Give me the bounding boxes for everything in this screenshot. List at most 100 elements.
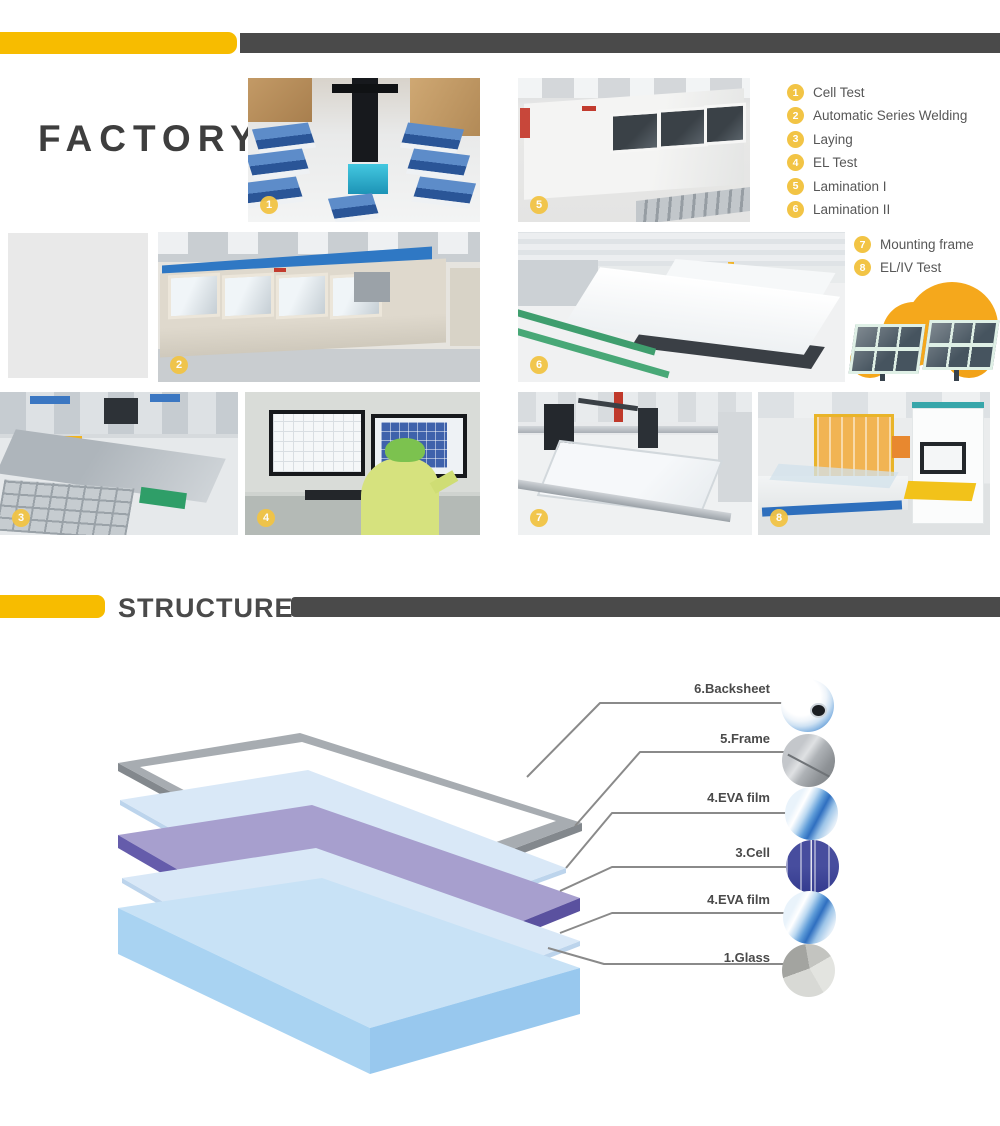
photo-number-badge: 7 [530,509,548,527]
machine-label-graphic [274,268,286,272]
machine-window-graphic [222,272,274,320]
process-step-number: 1 [787,84,804,101]
robot-arm-graphic [332,84,398,93]
orange-unit-graphic [892,436,910,458]
leader-line-backsheet [526,702,783,778]
photo-number-badge: 6 [530,356,548,374]
photo-lamination-1: 5 [518,78,750,222]
process-list-continued: 7 Mounting frame 8 EL/IV Test [854,236,974,283]
solar-panel-icon [922,320,1000,370]
photo-laying: 3 [0,392,238,535]
photo-series-welding: 2 [158,232,480,382]
solar-cell-tray-graphic [405,148,471,181]
placeholder-image [8,233,148,378]
monitor-screen-graphic [924,446,962,470]
layer-label-eva-1: 4.EVA film [707,790,770,805]
panel-post-graphic [954,364,959,381]
process-step-number: 6 [787,200,804,218]
machine-side-graphic [450,268,480,346]
cell-detail-image [786,840,839,893]
junction-box-hole-graphic [809,703,827,719]
yellow-desk-graphic [903,480,977,502]
solar-cell-tray-graphic [248,148,311,181]
eva-film-detail-image [785,787,838,840]
photo-el-iv-test: 8 [758,392,990,535]
machine-window-graphic [704,102,746,146]
robot-head-graphic [104,398,138,424]
machine-window-graphic [276,272,328,320]
photo-number-badge: 4 [257,509,275,527]
process-step-number: 8 [854,259,871,277]
process-step-label: Lamination II [813,201,891,217]
glass-side-graphic [118,908,370,1074]
header-accent-bar-yellow [0,32,237,54]
monitor-graphic [920,442,966,474]
glass-side-graphic [370,968,580,1074]
process-item: 1 Cell Test [787,84,967,101]
photo-cell-test: 1 [248,78,480,222]
photo-number-badge: 1 [260,196,278,214]
layer-label-frame: 5.Frame [720,731,770,746]
machine-window-graphic [658,106,708,150]
header-bar-dark [240,33,1000,53]
layer-label-glass: 1.Glass [723,950,770,965]
process-step-number: 7 [854,236,871,253]
structure-accent-bar-yellow [0,595,105,618]
photo-mounting-frame: 7 [518,392,752,535]
frame-detail-image [782,734,835,787]
cardboard-boxes-graphic [248,78,312,122]
machine-blue-accent-graphic [30,396,70,404]
process-step-label: EL/IV Test [880,260,942,276]
process-step-label: Automatic Series Welding [813,108,968,124]
machine-window-graphic [610,110,660,154]
photo-number-badge: 5 [530,196,548,214]
leader-line-eva-1 [565,812,787,869]
process-step-number: 3 [787,130,804,148]
worker-body-graphic [361,458,439,535]
process-item: 7 Mounting frame [854,236,974,253]
machine-box-graphic [354,272,390,302]
process-step-number: 4 [787,154,804,172]
machine-label-graphic [582,106,596,111]
process-list: 1 Cell Test 2 Automatic Series Welding 3… [787,84,967,224]
process-item: 2 Automatic Series Welding [787,107,968,125]
solar-cell-tray-graphic [399,122,465,155]
solar-cell-tray-graphic [411,176,477,209]
keyboard-graphic [305,490,375,500]
machine-window-graphic [168,272,220,320]
glass-detail-image [782,944,835,997]
process-step-label: Mounting frame [880,237,974,252]
process-step-label: Laying [813,131,853,147]
machine-blue-accent-graphic [150,394,180,402]
panel-structure-diagram [118,702,788,1074]
process-item: 5 Lamination I [787,177,967,195]
solar-panel-icon [848,324,926,374]
process-step-label: Lamination I [813,178,887,194]
monitor-grid-screen [269,410,365,476]
machinery-side-graphic [718,412,752,502]
photo-number-badge: 8 [770,509,788,527]
conveyor-graphic [636,187,750,222]
process-step-number: 5 [787,177,804,195]
rail-graphic [518,426,752,433]
process-item: 4 EL Test [787,154,967,172]
process-item: 6 Lamination II [787,200,967,218]
process-item: 3 Laying [787,130,967,148]
photo-lamination-2: 6 [518,232,845,382]
layer-label-cell: 3.Cell [735,845,770,860]
machine-tower-graphic [520,108,530,138]
layer-label-backsheet: 6.Backsheet [694,681,770,696]
worker-cap-graphic [385,438,425,462]
solar-cell-tray-graphic [327,193,381,222]
photo-el-test: 4 [245,392,480,535]
process-step-number: 2 [787,107,804,125]
backsheet-detail-image [781,679,834,732]
leader-line-frame [574,751,784,827]
robot-block-graphic [638,408,658,448]
eva-film-detail-image [783,891,836,944]
leader-line-eva-2 [559,912,785,934]
factory-section-title: FACTORY [38,118,262,159]
process-step-label: Cell Test [813,85,865,100]
glass-layer-graphic [118,878,580,1028]
